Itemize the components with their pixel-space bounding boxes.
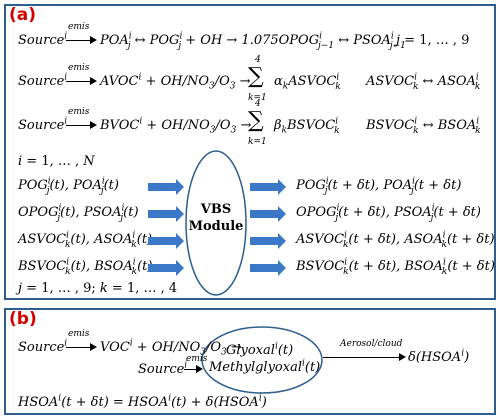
- aerosol-cloud-label: Aerosol/cloud: [340, 339, 403, 349]
- eq-b-hsoa: HSOAi(t + δt) = HSOAi(t) + δ(HSOAi): [18, 393, 267, 410]
- input-row-3: ASVOCik(t), ASOAik(t): [18, 230, 153, 250]
- delta-hsoa: δ(HSOAi): [408, 348, 470, 365]
- emis-label-2: emis: [68, 63, 90, 73]
- vbs-module-ellipse: [185, 150, 247, 296]
- eq-row2-partition: ASVOCik ↔ ASOAik: [366, 72, 481, 92]
- eq-row3-body: BVOCi + OH/NO3/O3 →: [100, 116, 252, 136]
- panel-b-label: (b): [9, 309, 37, 329]
- methylglyoxal-label: Methylglyoxali(t): [209, 358, 321, 375]
- eq-row3-source: Sourcei: [18, 116, 68, 133]
- output-row-2: OPOGij(t + δt), PSOAij(t + δt): [296, 203, 481, 223]
- eq-b-source: Sourcei: [18, 338, 68, 355]
- input-arrow-3: [148, 233, 184, 249]
- eq-b-source2: Sourcei: [138, 360, 188, 377]
- index-i: i = 1, … , N: [18, 154, 95, 169]
- aerosol-arrow-head: [399, 353, 406, 361]
- sum-symbol-1: ∑: [248, 64, 264, 89]
- sum-upper-1: 4: [255, 55, 261, 65]
- output-arrow-3: [250, 233, 286, 249]
- aerosol-arrow: [323, 357, 401, 358]
- input-row-1: POGij(t), POAij(t): [18, 176, 119, 196]
- emis-arrow-2: [66, 81, 92, 82]
- eq-row2-source: Sourcei: [18, 72, 68, 89]
- eq-row2-sum: αkASVOCik: [274, 72, 341, 92]
- index-jk: j = 1, … , 9; k = 1, … , 4: [18, 281, 178, 296]
- output-arrow-1: [250, 179, 286, 195]
- eq-row3-sum: βkBSVOCik: [274, 116, 340, 136]
- emis-arrow-b1-head: [90, 343, 97, 351]
- emis-label-b1: emis: [68, 329, 90, 339]
- sum-lower-2: k=1: [248, 137, 267, 147]
- eq-row2-body: AVOCi + OH/NO3/O3 →: [100, 72, 251, 92]
- range-j: j = 1, … , 9: [396, 33, 470, 48]
- input-arrow-2: [148, 206, 184, 222]
- output-row-4: BSVOCik(t + δt), BSOAik(t + δt): [296, 257, 495, 277]
- emis-label-b2: emis: [186, 354, 208, 364]
- emis-arrow-3: [66, 125, 92, 126]
- vbs-label-2: Module: [188, 219, 244, 234]
- panel-a-label: (a): [9, 5, 37, 25]
- panel-a: [4, 4, 496, 300]
- eq-b-body: VOCi + OH/NO3/O3 →: [100, 338, 242, 358]
- emis-arrow-b2: [184, 369, 198, 370]
- input-row-2: OPOGij(t), PSOAij(t): [18, 203, 139, 223]
- eq-row1-body: POAij ↔ POGij + OH → 1.075OPOGij−1 ↔ PSO…: [100, 31, 406, 51]
- eq-row1-source: Sourcei: [18, 31, 68, 48]
- emis-label-3: emis: [68, 107, 90, 117]
- input-arrow-1: [148, 179, 184, 195]
- sum-symbol-2: ∑: [248, 108, 264, 133]
- sum-upper-2: 4: [255, 99, 261, 109]
- vbs-label-1: VBS: [200, 202, 232, 217]
- emis-arrow-1-head: [90, 36, 97, 44]
- input-arrow-4: [148, 260, 184, 276]
- emis-arrow-3-head: [90, 121, 97, 129]
- panel-b: [4, 308, 496, 415]
- output-row-1: POGij(t + δt), POAij(t + δt): [296, 176, 462, 196]
- eq-row3-partition: BSVOCik ↔ BSOAik: [366, 116, 481, 136]
- glyoxal-label: Glyoxali(t): [226, 341, 294, 358]
- output-arrow-2: [250, 206, 286, 222]
- emis-arrow-b1: [66, 347, 92, 348]
- emis-arrow-1: [66, 40, 92, 41]
- output-row-3: ASVOCik(t + δt), ASOAik(t + δt): [296, 230, 495, 250]
- emis-arrow-b2-head: [196, 365, 203, 373]
- emis-label-1: emis: [68, 22, 90, 32]
- emis-arrow-2-head: [90, 77, 97, 85]
- glyoxal-ellipse: [201, 326, 323, 394]
- sum-lower-1: k=1: [248, 93, 267, 103]
- output-arrow-4: [250, 260, 286, 276]
